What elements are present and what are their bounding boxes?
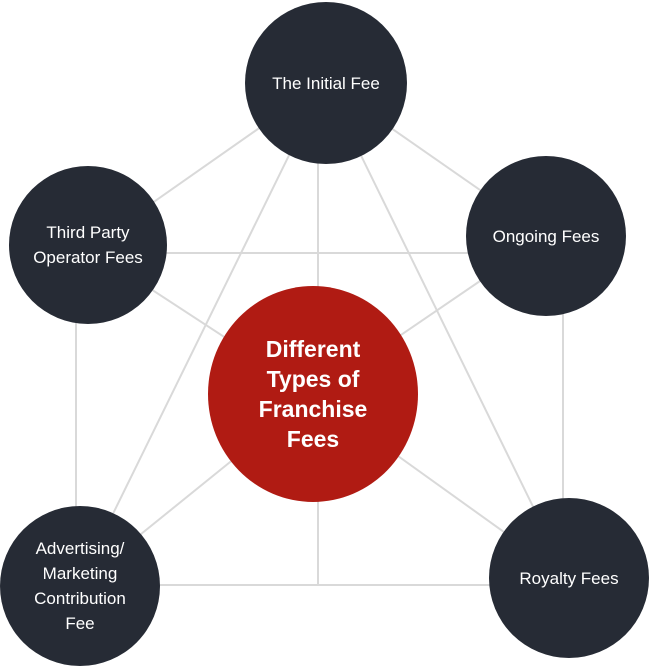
node-third-party-fees: Third Party Operator Fees xyxy=(9,166,167,324)
node-advertising-fee: Advertising/ Marketing Contribution Fee xyxy=(0,506,160,666)
node-ongoing-fees: Ongoing Fees xyxy=(466,156,626,316)
node-third-party-fees-label: Third Party Operator Fees xyxy=(33,223,143,267)
node-advertising-fee-label: Advertising/ Marketing Contribution Fee xyxy=(34,539,126,633)
node-initial-fee-label: The Initial Fee xyxy=(272,73,380,93)
node-royalty-fees-label: Royalty Fees xyxy=(519,568,619,588)
node-royalty-fees: Royalty Fees xyxy=(489,498,649,658)
node-ongoing-fees-label: Ongoing Fees xyxy=(492,226,600,246)
node-initial-fee: The Initial Fee xyxy=(245,2,407,164)
edge-initial-advertising xyxy=(77,81,326,586)
center-title-label: Different Types of Franchise Fees xyxy=(258,336,368,452)
node-center-title: Different Types of Franchise Fees xyxy=(208,286,418,502)
edge-initial-royalty xyxy=(324,81,569,579)
